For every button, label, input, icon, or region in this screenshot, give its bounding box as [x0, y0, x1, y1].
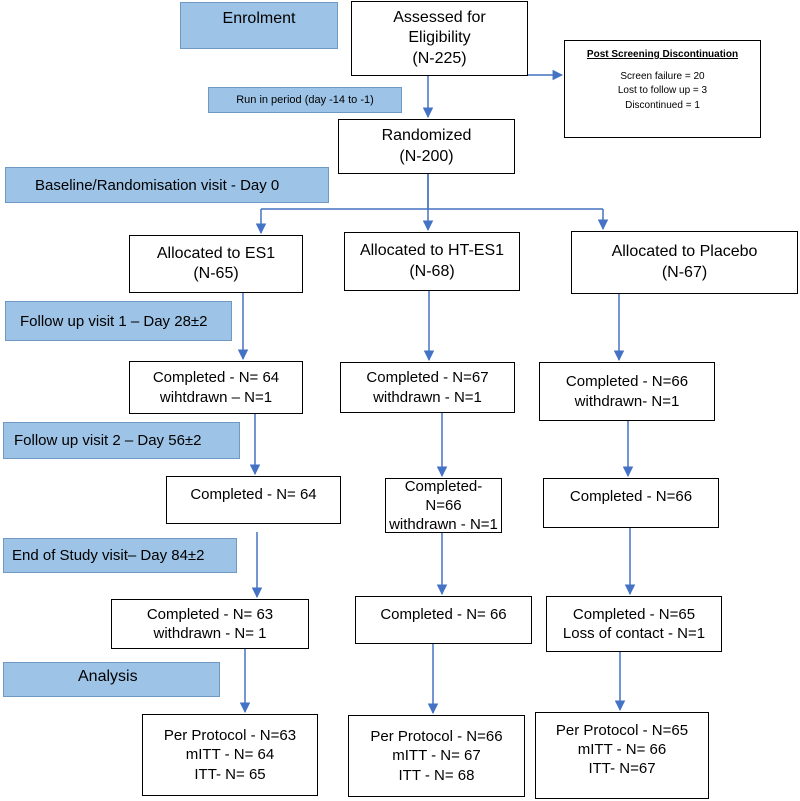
stage-analysis-label: Analysis [78, 667, 138, 685]
ht-es1-visit2-box: Completed- N=66 withdrawn - N=1 [385, 478, 502, 533]
allocated-label: Allocated to ES1 [156, 244, 276, 262]
allocated-count: (N-67) [661, 263, 708, 281]
visit-line: Completed - N= 64 [152, 369, 280, 387]
stage-end-of-study-label: End of Study visit– Day 84±2 [12, 547, 205, 564]
stage-follow-up-1-label: Follow up visit 1 – Day 28±2 [20, 312, 208, 330]
es1-visit2-box: Completed - N= 64 [166, 476, 341, 524]
allocated-es1-box: Allocated to ES1 (N-65) [129, 235, 303, 293]
stage-end-of-study: End of Study visit– Day 84±2 [3, 538, 237, 573]
placebo-visit3-box: Completed - N=65 Loss of contact - N=1 [546, 596, 722, 652]
stage-baseline: Baseline/Randomisation visit - Day 0 [5, 167, 329, 203]
randomized-box: Randomized (N-200) [338, 119, 515, 174]
visit-line: withdrawn - N=1 [373, 388, 482, 406]
analysis-line: Per Protocol - N=65 [555, 722, 689, 739]
analysis-line: ITT - N= 68 [398, 766, 475, 784]
es1-visit3-box: Completed - N= 63 withdrawn - N= 1 [111, 599, 309, 649]
placebo-visit2-box: Completed - N=66 [543, 478, 719, 528]
analysis-line: ITT- N= 65 [194, 765, 266, 783]
stage-enrolment: Enrolment [180, 2, 338, 49]
stage-run-in: Run in period (day -14 to -1) [208, 87, 402, 113]
allocated-count: (N-65) [193, 265, 239, 282]
stage-baseline-label: Baseline/Randomisation visit - Day 0 [35, 176, 280, 194]
discontinuation-box: Post Screening Discontinuation Screen fa… [564, 40, 761, 138]
es1-visit1-box: Completed - N= 64 wihtdrawn – N=1 [129, 361, 303, 414]
discontinuation-line: Lost to follow up = 3 [617, 85, 708, 97]
visit-line: withdrawn - N= 1 [153, 625, 267, 642]
allocated-placebo-box: Allocated to Placebo (N-67) [571, 231, 798, 294]
stage-analysis: Analysis [3, 662, 220, 697]
analysis-line: mITT - N= 66 [577, 741, 667, 759]
visit-line: Loss of contact - N=1 [562, 625, 706, 642]
analysis-line: mITT - N= 64 [185, 746, 275, 764]
visit-line: Completed - N= 64 [190, 486, 317, 503]
allocated-label: Allocated to HT-ES1 [359, 242, 505, 260]
es1-analysis-box: Per Protocol - N=63 mITT - N= 64 ITT- N=… [142, 714, 318, 796]
visit-line: wihtdrawn – N=1 [159, 388, 273, 406]
assessed-box: Assessed for Eligibility (N-225) [351, 1, 528, 76]
placebo-visit1-box: Completed - N=66 withdrawn- N=1 [539, 362, 715, 421]
ht-es1-visit3-box: Completed - N= 66 [355, 596, 532, 644]
discontinuation-line: Discontinued = 1 [625, 99, 700, 111]
stage-follow-up-2-label: Follow up visit 2 – Day 56±2 [14, 432, 202, 449]
stage-follow-up-2: Follow up visit 2 – Day 56±2 [3, 422, 240, 459]
stage-run-in-label: Run in period (day -14 to -1) [236, 94, 374, 106]
allocated-ht-es1-box: Allocated to HT-ES1 (N-68) [344, 232, 520, 291]
visit-line: withdrawn- N=1 [574, 392, 680, 410]
analysis-line: ITT- N=67 [588, 760, 656, 778]
visit-line: Completed - N= 63 [146, 605, 274, 623]
ht-es1-analysis-box: Per Protocol - N=66 mITT - N= 67 ITT - N… [348, 715, 525, 797]
ht-es1-visit1-box: Completed - N=67 withdrawn - N=1 [340, 362, 515, 413]
assessed-line-1: Assessed for [393, 8, 486, 26]
visit-line: withdrawn - N=1 [389, 516, 498, 534]
visit-line: Completed - N=66 [565, 373, 689, 391]
analysis-line: Per Protocol - N=63 [163, 727, 297, 745]
visit-line: Completed - N=67 [366, 369, 489, 387]
randomized-line-2: (N-200) [399, 147, 454, 165]
assessed-line-2: Eligibility [408, 29, 471, 47]
randomized-line-1: Randomized [381, 127, 472, 145]
visit-line: Completed - N=66 [569, 488, 693, 505]
analysis-line: Per Protocol - N=66 [370, 728, 503, 746]
visit-line: Completed - N=65 [572, 605, 696, 623]
analysis-line: mITT - N= 67 [392, 747, 481, 765]
allocated-label: Allocated to Placebo [611, 243, 758, 261]
stage-enrolment-label: Enrolment [222, 9, 296, 27]
allocated-count: (N-68) [409, 262, 455, 280]
discontinuation-title: Post Screening Discontinuation [586, 49, 739, 60]
assessed-line-3: (N-225) [412, 49, 467, 67]
visit-line: Completed - N= 66 [380, 606, 507, 623]
placebo-analysis-box: Per Protocol - N=65 mITT - N= 66 ITT- N=… [535, 712, 709, 799]
discontinuation-line: Screen failure = 20 [620, 70, 705, 82]
stage-follow-up-1: Follow up visit 1 – Day 28±2 [5, 301, 232, 341]
visit-line: Completed- N=66 [404, 477, 483, 514]
